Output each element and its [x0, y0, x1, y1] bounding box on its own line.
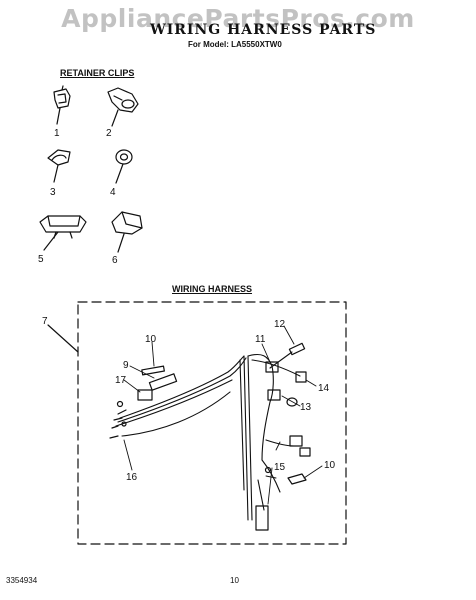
retainer-clip-5 [39, 215, 87, 251]
callout-17: 17 [115, 375, 127, 386]
callout-4: 4 [110, 187, 116, 198]
callout-15: 15 [274, 462, 286, 473]
callout-16: 16 [126, 472, 138, 483]
harness-connectors [109, 342, 311, 531]
model-subtitle: For Model: LA5550XTW0 [188, 40, 282, 49]
callout-6: 6 [112, 255, 118, 266]
retainer-clip-1 [53, 85, 71, 125]
callout-11: 11 [255, 334, 266, 345]
callout-10-lower: 10 [324, 460, 336, 471]
callout-12: 12 [274, 319, 286, 330]
watermark: AppliancePartsPros.com [61, 4, 415, 33]
document-number: 3354934 [6, 576, 38, 585]
harness-frame [77, 301, 347, 545]
retainer-clip-4 [115, 149, 133, 184]
callout-7: 7 [42, 316, 48, 327]
callout-leaders [123, 325, 323, 505]
callout-10-upper: 10 [145, 334, 157, 345]
callout-9: 9 [123, 360, 129, 371]
callout-5: 5 [38, 254, 44, 265]
callout-1: 1 [54, 128, 60, 139]
retainer-clip-6 [111, 211, 143, 253]
callout-13: 13 [300, 402, 312, 413]
page-number: 10 [230, 576, 239, 585]
retainer-clip-3 [47, 149, 71, 183]
wiring-harness-heading: WIRING HARNESS [172, 284, 253, 294]
callout-3: 3 [50, 187, 56, 198]
callout-2: 2 [106, 128, 112, 139]
page-title: WIRING HARNESS PARTS [150, 22, 377, 38]
retainer-clip-2 [107, 87, 139, 127]
callout-leader-7 [47, 324, 79, 353]
wiring-harness [115, 351, 301, 521]
callout-14: 14 [318, 383, 330, 394]
retainer-clips-heading: RETAINER CLIPS [60, 68, 135, 78]
